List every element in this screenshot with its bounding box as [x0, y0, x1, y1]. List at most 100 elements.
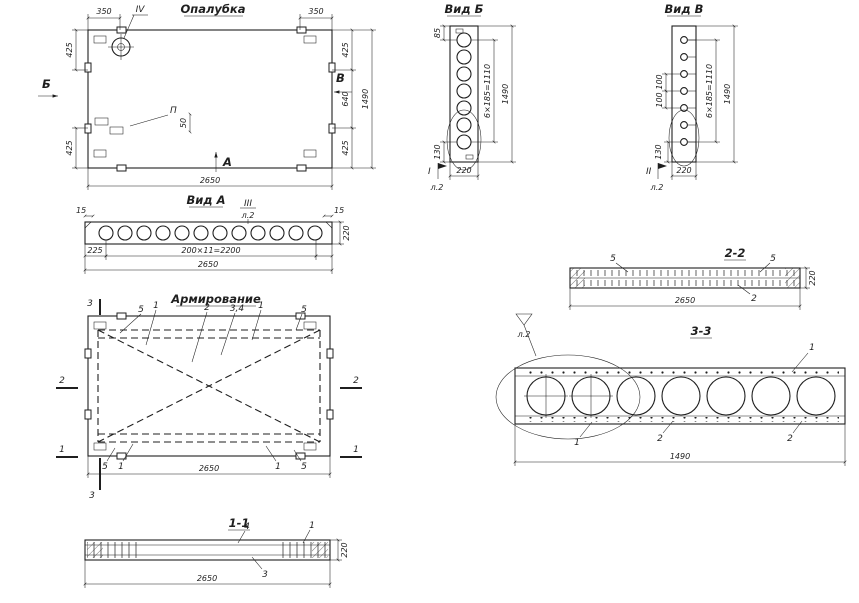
section-1-1: 1-1 4 1 3 2650 220 — [83, 516, 349, 588]
section11-title: 1-1 — [229, 516, 250, 530]
cut-1-1-marks: 1 1 — [56, 445, 362, 458]
panel-outline — [87, 29, 333, 169]
view-a-edge: Вид А III л.2 15 15 — [76, 193, 351, 274]
reinf-corner-plates — [93, 321, 317, 451]
dim-220-a: 220 — [342, 225, 351, 240]
lifting-hole — [108, 34, 134, 60]
dim-2650-formwork: 2650 — [200, 176, 220, 185]
dim-425-right-top: 425 — [341, 42, 350, 57]
vid-a-dims: 15 15 225 200×11=2200 2650 220 — [76, 206, 351, 274]
vid-b-dims: 85 130 6×185=1110 1490 220 — [433, 24, 516, 180]
formwork-bottom-dim: 2650 — [86, 168, 334, 190]
label-top-2: 2 — [204, 303, 210, 313]
formwork-right-dims: 425 640 425 1490 — [332, 28, 376, 170]
dim-holes-b: 6×185=1110 — [483, 64, 492, 118]
vid-a-detail-marker: III л.2 — [240, 199, 256, 224]
section22-title: 2-2 — [725, 246, 746, 260]
dim-holes-v: 6×185=1110 — [705, 64, 714, 118]
view-v-side: Вид В 100 100 130 6× — [646, 2, 738, 192]
dim-425-left-top: 425 — [65, 42, 74, 57]
label-bot-5b: 5 — [301, 462, 307, 472]
view-direction-a: А — [214, 152, 232, 172]
section33-labels: 1 1 2 2 — [574, 343, 815, 448]
view-b-side: Вид Б 85 130 6×185=1110 — [428, 2, 516, 192]
dim-1490-v: 1490 — [723, 84, 732, 104]
label-2-mid: 2 — [657, 434, 663, 444]
dim-100-1: 100 — [655, 74, 664, 89]
label-top-34: 3,4 — [230, 304, 245, 314]
dim-220-22: 220 — [808, 270, 817, 285]
dim-1490-33: 1490 — [670, 452, 690, 461]
dim-50: 50 — [179, 118, 188, 128]
section-marker-i: I — [428, 167, 431, 177]
label-top-5b: 5 — [301, 305, 307, 315]
reinf-panel-outline — [87, 315, 331, 457]
detail-p-label: П — [170, 106, 177, 116]
dim-2650-11: 2650 — [197, 574, 217, 583]
label-5-left: 5 — [610, 254, 616, 264]
section11-outline — [84, 539, 331, 561]
label-3: 3 — [262, 570, 268, 580]
dim-200x11: 200×11=2200 — [181, 246, 240, 255]
cut-2-2-marks: 2 2 — [56, 376, 362, 389]
formwork-top-dims: 350 350 — [86, 7, 334, 30]
cut1-right: 1 — [353, 445, 359, 455]
section33-top-rebar — [521, 370, 839, 375]
reinf-bottom-dim: 2650 — [86, 456, 332, 478]
label-4: 4 — [244, 522, 250, 532]
section33-title: 3-3 — [691, 324, 712, 338]
dim-225: 225 — [87, 246, 102, 255]
label-2-right: 2 — [787, 434, 793, 444]
label-bot-5a: 5 — [102, 462, 108, 472]
section22-labels: 5 5 2 — [610, 254, 776, 304]
cut3-top: 3 — [87, 299, 93, 309]
section-marker-ii: II — [646, 167, 652, 177]
embedded-plates — [93, 35, 317, 158]
label-top-5a: 5 — [138, 305, 144, 315]
dim-2650-reinf: 2650 — [199, 464, 219, 473]
view-reinforcement-plan: Армирование — [56, 292, 362, 501]
dim-2650-22: 2650 — [675, 296, 695, 305]
dim-640-right: 640 — [341, 91, 350, 106]
label-1-bottom-left: 1 — [574, 438, 580, 448]
flag-sheet-ref: л.2 — [517, 330, 531, 339]
view-direction-v: В — [334, 71, 352, 94]
section11-labels: 4 1 3 — [237, 521, 315, 580]
vid-b-outline — [449, 25, 479, 163]
sheet-ref-iii: л.2 — [241, 211, 255, 220]
view-direction-b: Б — [38, 77, 58, 98]
view-v-label: В — [336, 71, 345, 85]
detail-iv-label: IV — [136, 5, 146, 15]
label-top-1b: 1 — [258, 301, 264, 311]
dim-130-b: 130 — [433, 144, 442, 159]
label-1-top: 1 — [809, 343, 815, 353]
formwork-title: Опалубка — [181, 2, 246, 16]
vid-b-holes — [456, 32, 472, 150]
vid-v-detail-callout — [668, 109, 700, 167]
vid-v-title: Вид В — [665, 2, 704, 16]
vid-a-holes — [98, 225, 323, 241]
dim-425-left-bottom: 425 — [65, 140, 74, 155]
section-2-2: 2-2 5 5 2 2650 220 — [568, 246, 817, 310]
vid-b-title: Вид Б — [445, 2, 484, 16]
vid-v-section-marker: II л.2 — [646, 163, 667, 192]
section11-dims: 2650 220 — [83, 538, 349, 588]
section22-dims: 2650 220 — [568, 266, 817, 310]
view-b-label: Б — [42, 77, 51, 91]
reinf-bars-dashed — [97, 329, 321, 443]
section22-top-mesh — [572, 270, 798, 276]
cut2-right: 2 — [353, 376, 359, 386]
sheet-ref-ii: л.2 — [650, 183, 664, 192]
dim-2650-a: 2650 — [198, 260, 218, 269]
view-formwork-plan: Опалубка — [38, 2, 376, 190]
dim-15-right: 15 — [334, 206, 344, 215]
vid-a-title: Вид А — [186, 193, 225, 207]
dim-220-v: 220 — [676, 166, 691, 175]
dim-350-left: 350 — [96, 7, 111, 16]
dim-130-v: 130 — [654, 144, 663, 159]
reinf-bottom-labels: 5 1 1 5 — [102, 443, 307, 472]
label-2-bottom: 2 — [751, 294, 757, 304]
detail-marker-iii: III — [244, 199, 252, 209]
